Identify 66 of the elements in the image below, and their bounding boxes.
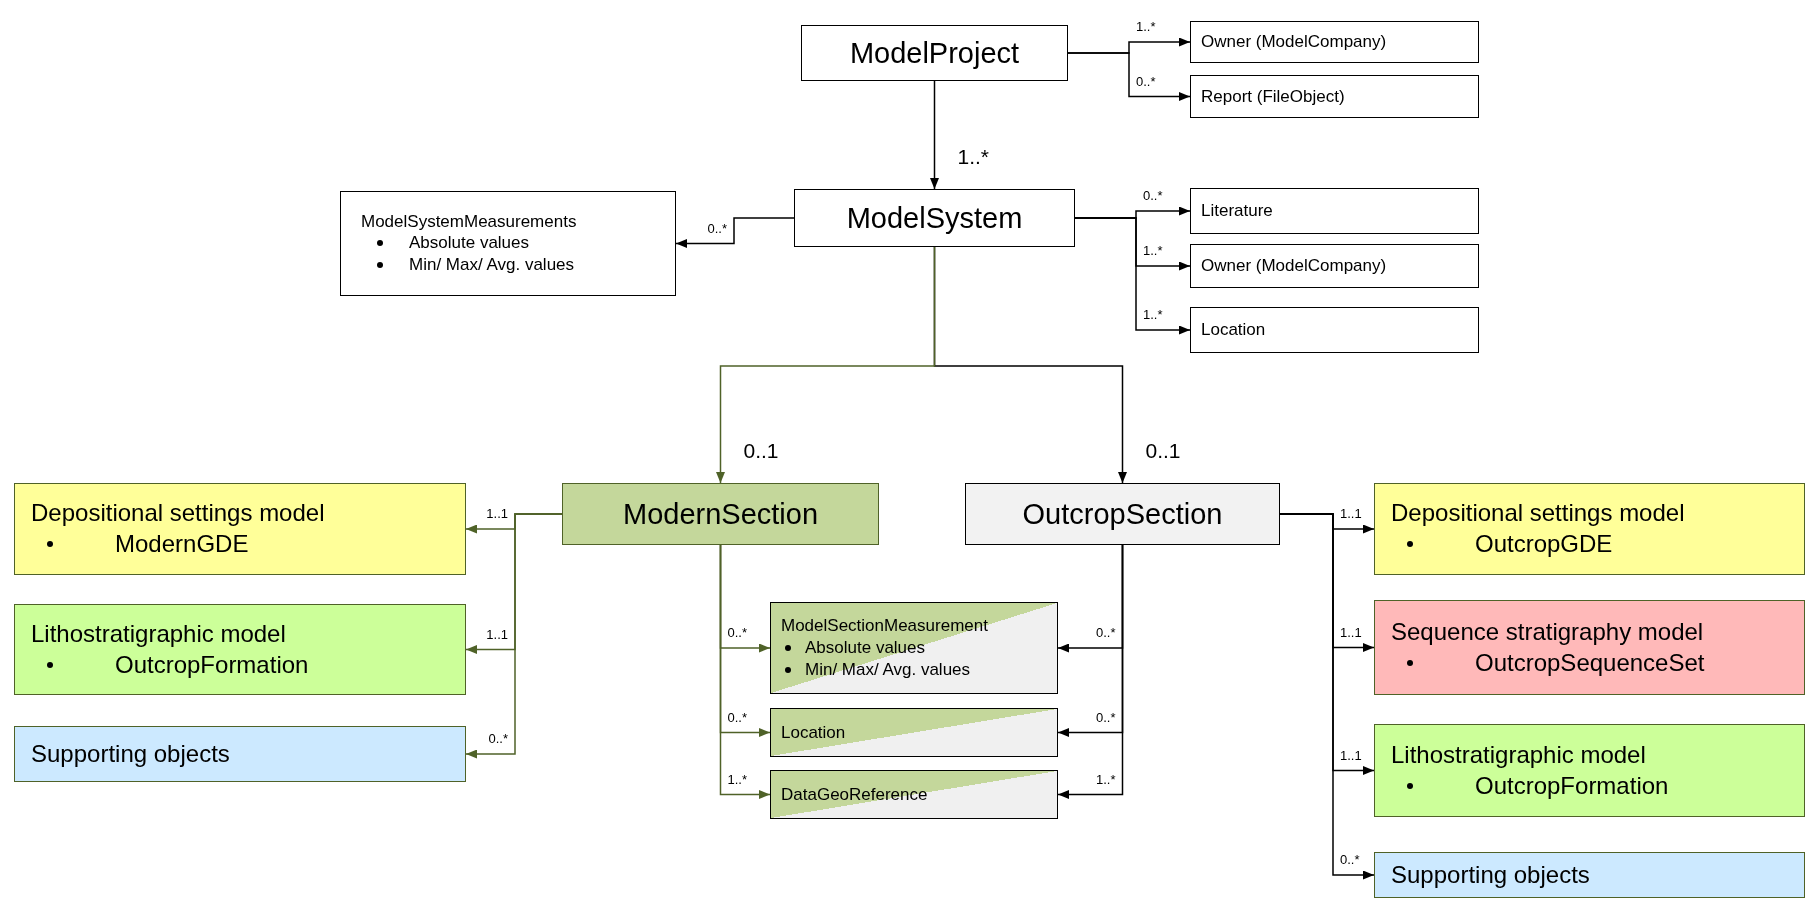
class-box [1190, 75, 1479, 118]
class-box [1374, 724, 1805, 817]
class-box [770, 708, 1058, 757]
class-box [770, 602, 1058, 694]
multiplicity-label: 1..1 [485, 627, 509, 642]
class-box [1190, 21, 1479, 63]
bullet-item: Min/ Max/ Avg. values [785, 658, 1047, 681]
arrow [1057, 544, 1124, 799]
multiplicity-label: 1..1 [1339, 748, 1363, 763]
class-box [1190, 244, 1479, 288]
class-box [1190, 307, 1479, 353]
class-name: Depositional settings model [31, 498, 326, 529]
class-name: Lithostratigraphic model [31, 618, 287, 649]
bullet-item: OutcropFormation [1407, 769, 1788, 802]
class-name: ModernSection [621, 496, 820, 532]
multiplicity-label: 0..* [706, 221, 728, 236]
class-name: Report (FileObject) [1201, 85, 1346, 108]
class-name: Location [1201, 319, 1267, 341]
class-name: ModelSystemMeasurements [361, 210, 578, 233]
class-name: ModelProject [848, 35, 1021, 71]
class-box [562, 483, 879, 545]
bullet-item: OutcropSequenceSet [1407, 646, 1788, 679]
class-box [770, 770, 1058, 819]
class-box [340, 191, 676, 296]
class-name: Supporting objects [31, 739, 231, 769]
multiplicity-label: 0..* [1095, 710, 1117, 725]
multiplicity-label: 1..* [1095, 772, 1117, 787]
class-name: Depositional settings model [1391, 498, 1686, 529]
class-name: ModelSectionMeasurement [781, 615, 989, 637]
multiplicity-label: 0..* [726, 710, 748, 725]
class-box [794, 189, 1075, 247]
class-name: ModelSystem [845, 200, 1024, 236]
class-name: Lithostratigraphic model [1391, 739, 1647, 770]
arrow [675, 217, 795, 248]
class-box [14, 604, 466, 695]
class-box [14, 726, 466, 782]
bullet-item: Min/ Max/ Avg. values [377, 254, 655, 277]
class-name: OutcropSection [1021, 496, 1224, 532]
multiplicity-label: 1..* [726, 772, 748, 787]
class-box [801, 25, 1068, 81]
class-name: Literature [1201, 200, 1274, 222]
bullet-item: Absolute values [785, 636, 1047, 659]
class-box [14, 483, 466, 575]
class-name: Sequence stratigraphy model [1391, 616, 1705, 647]
bullet-item: ModernGDE [47, 528, 449, 560]
class-name: Owner (ModelCompany) [1201, 255, 1388, 277]
multiplicity-label: 1..1 [1339, 625, 1363, 640]
bullet-item: OutcropGDE [1407, 528, 1788, 560]
class-box [1374, 600, 1805, 695]
class-box [1374, 483, 1805, 575]
arrow [1074, 217, 1191, 335]
class-name: DataGeoReference [781, 783, 929, 806]
class-box [1190, 188, 1479, 234]
class-box [1374, 852, 1805, 898]
class-name: Owner (ModelCompany) [1201, 31, 1388, 53]
arrow [719, 544, 771, 799]
bullet-item: OutcropFormation [47, 648, 449, 681]
arrow [930, 80, 939, 190]
arrow [465, 513, 563, 759]
arrow [1067, 52, 1191, 101]
multiplicity-label: 0..* [1135, 74, 1157, 89]
class-box [965, 483, 1280, 545]
class-name: Supporting objects [1391, 860, 1591, 890]
class-name: Location [781, 721, 847, 744]
arrow [716, 246, 936, 484]
bullet-item: Absolute values [377, 232, 655, 255]
